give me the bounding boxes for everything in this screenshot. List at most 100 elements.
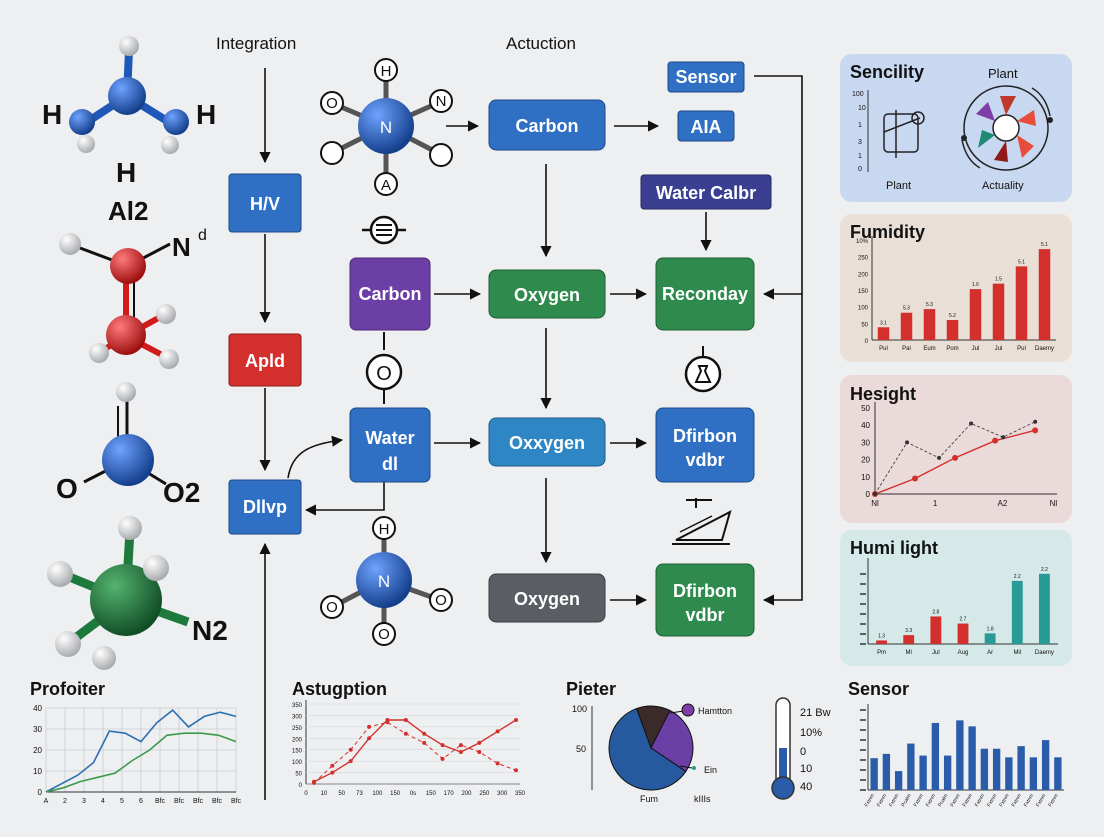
actuation-header: Actuction [506,34,576,53]
apld-box: Apld [228,333,302,387]
bar [919,755,927,790]
x-tick-label: 250 [479,791,490,797]
actuality-label: Actuality [982,180,1024,192]
hydrogen-atom [119,36,139,56]
series-point [912,475,919,482]
sencility-title: Sencility [850,62,924,82]
x-tick-label: Pul [879,346,888,352]
x-tick-label: Daemy [1035,346,1054,352]
bar [1039,573,1050,644]
plant-gauge-icon [883,110,925,158]
series-point [458,750,463,754]
humidity-title: Fumidity [850,222,925,242]
hydrogen-atom [92,646,116,670]
x-tick-label: Ml [906,650,912,656]
series-point [440,756,445,761]
bar [877,327,890,340]
center-molecule-bottom: H O O O N [320,516,453,646]
pieter-ytick-mid: 50 [576,744,586,754]
atom-bubble [374,172,398,196]
height-panel [840,375,1072,523]
svg-text:0: 0 [858,166,862,173]
y-tick-label: 0 [299,783,303,789]
aia-label: AIA [691,117,722,137]
x-tick-label: Fxtnm [876,793,888,808]
pieter-x-1: Fum [640,794,658,804]
series-point [403,731,408,736]
center-molecule-top: H O N A N [320,58,453,196]
x-tick-label: 4 [101,798,105,805]
x-tick-label: Pom [946,346,958,352]
molecule-2: Al2 N d [59,196,207,369]
dfirbon-2-box: Dfirbon vdbr [655,563,755,637]
y-tick-label: 10 [33,767,42,776]
x-tick-label: 2 [63,798,67,805]
plant-top-label: Plant [988,66,1018,81]
atom-bubble [320,141,344,165]
x-tick-label: Fxtnm [974,793,986,808]
pieter-pie [608,705,694,791]
cb-left: O [326,599,338,616]
x-tick-label: 200 [461,791,472,797]
plant-bottom-label: Plant [886,180,911,192]
x-tick-label: Jul [932,650,940,656]
dfirbon-1-box: Dfirbon vdbr [655,407,755,483]
x-tick-label: 170 [444,791,455,797]
y-tick-label: 50 [295,772,302,778]
x-tick-label: 150 [426,791,437,797]
bar-label: 2.2 [1014,574,1021,580]
hydrogen-atom [161,136,179,154]
ct-bottom: A [381,177,391,194]
water-dl-label-1: Water [365,428,414,448]
oxygen-1-box: Oxygen [488,269,606,319]
series-point [458,743,463,748]
y-tick-label: 20 [33,746,42,755]
thermometer-icon [771,697,795,800]
series-point [422,740,427,745]
x-tick-label: 5 [120,798,124,805]
ct-center: N [380,118,392,137]
series-point [348,759,353,764]
pieter-axes: 100 50 Fum kIIIs [572,704,711,804]
ct-right: N [436,93,447,110]
central-atom [102,434,154,486]
x-tick-label: 10 [320,791,327,797]
x-tick-label: 300 [497,791,508,797]
series-point [495,761,500,766]
water-calbr-label: Water Calbr [656,183,756,203]
integration-header: Integration [216,34,296,53]
x-tick-label: 73 [356,791,363,797]
oxygen-atom [106,315,146,355]
bar [1029,757,1038,790]
series-point [385,720,390,725]
y-tick-label: 40 [861,421,870,430]
series-point [367,724,372,729]
y-tick-label: 20 [861,456,870,465]
bar [882,753,891,790]
series-point [495,729,500,734]
bar [968,726,976,790]
reconday-box: Reconday [655,257,755,331]
reconday-label: Reconday [662,284,748,304]
bar [903,635,915,644]
x-tick-label: Jul [972,346,980,352]
hydrogen-atom [159,349,179,369]
oxygen-2-box: Oxxygen [488,417,606,467]
bar-label: 2.2 [1041,567,1048,573]
y-tick-label: 10 [861,473,870,482]
y-tick-label: 10% [856,239,869,245]
series-line [313,719,517,783]
hydrogen-atom [47,561,73,587]
hydrogen-atom [89,343,109,363]
x-tick-label: Pcalm [900,793,912,808]
x-tick-label: Fxtnm [1023,793,1035,808]
hydrogen-atom [118,516,142,540]
bar [1041,740,1050,790]
x-tick-label: 150 [390,791,401,797]
y-tick-label: 150 [292,749,303,755]
sencility-panel [840,54,1072,202]
x-tick-label: Fxtnm [962,793,974,808]
series-point [514,768,518,773]
water-dl-box: Water dl [349,407,431,483]
